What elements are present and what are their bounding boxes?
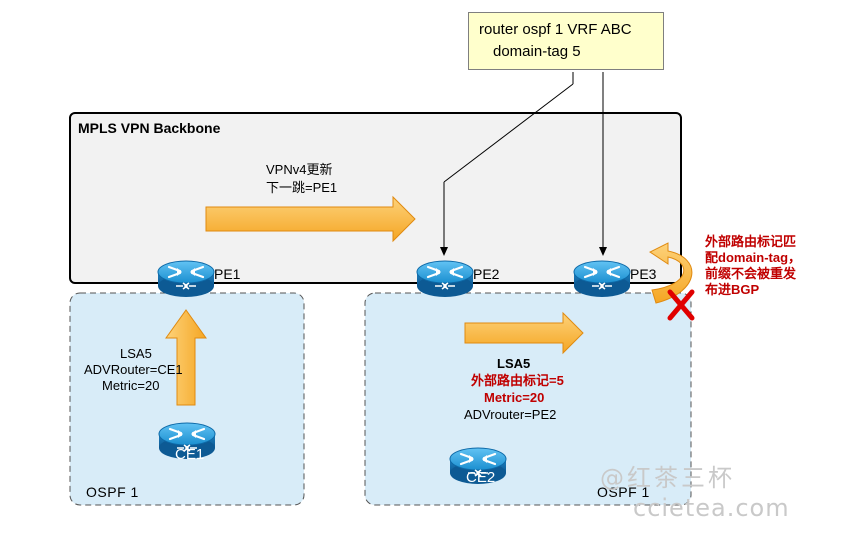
mpls-backbone-box	[69, 112, 682, 284]
annotation-line-2: 配domain-tag，	[705, 250, 802, 265]
backbone-title: MPLS VPN Backbone	[78, 120, 221, 136]
domain-tag-annotation: 外部路由标记匹 配domain-tag， 前缀不会被重发 布进BGP	[705, 234, 801, 298]
left-lsa-line3: Metric=20	[102, 378, 160, 393]
ospf-area-right	[364, 292, 692, 506]
config-line-1: router ospf 1 VRF ABC	[479, 21, 632, 38]
router-ce1-label: CE1	[175, 446, 205, 463]
router-pe3-label: PE3	[630, 266, 657, 282]
ospf-left-label: OSPF 1	[86, 484, 139, 500]
router-pe3-icon[interactable]	[572, 259, 632, 299]
router-pe1-label: PE1	[214, 266, 241, 282]
right-lsa-advrouter: ADVrouter=PE2	[464, 407, 557, 422]
ospf-config-note: router ospf 1 VRF ABC domain-tag 5	[468, 12, 664, 70]
ospf-right-label: OSPF 1	[597, 484, 650, 500]
router-pe2-icon[interactable]	[415, 259, 475, 299]
left-lsa-line1: LSA5	[120, 346, 152, 361]
vpnv4-update-line2: 下一跳=PE1	[266, 180, 338, 195]
vpnv4-update-line1: VPNv4更新	[266, 162, 333, 177]
annotation-line-3: 前缀不会被重发	[705, 266, 797, 281]
blocked-x-icon	[667, 289, 695, 321]
left-lsa-line2: ADVRouter=CE1	[84, 362, 183, 377]
config-line-2: domain-tag 5	[493, 43, 581, 60]
lsa-up-arrow	[165, 309, 207, 406]
watermark-brand: @红茶三杯	[600, 464, 735, 492]
right-lsa-tag: 外部路由标记=5	[471, 373, 564, 388]
watermark-url: ccietea.com	[633, 494, 790, 522]
annotation-line-4: 布进BGP	[705, 282, 760, 297]
config-arrow-to-pe2	[443, 83, 574, 183]
router-ce2-label: CE2	[466, 469, 496, 486]
right-lsa-metric: Metric=20	[484, 390, 545, 405]
vpnv4-update-arrow	[205, 195, 416, 243]
router-pe2-label: PE2	[473, 266, 500, 282]
router-pe1-icon[interactable]	[156, 259, 216, 299]
annotation-line-1: 外部路由标记匹	[705, 234, 797, 249]
lsa-right-arrow	[464, 311, 584, 355]
right-lsa-line1: LSA5	[497, 356, 531, 371]
pe3-return-arrow	[649, 242, 693, 304]
